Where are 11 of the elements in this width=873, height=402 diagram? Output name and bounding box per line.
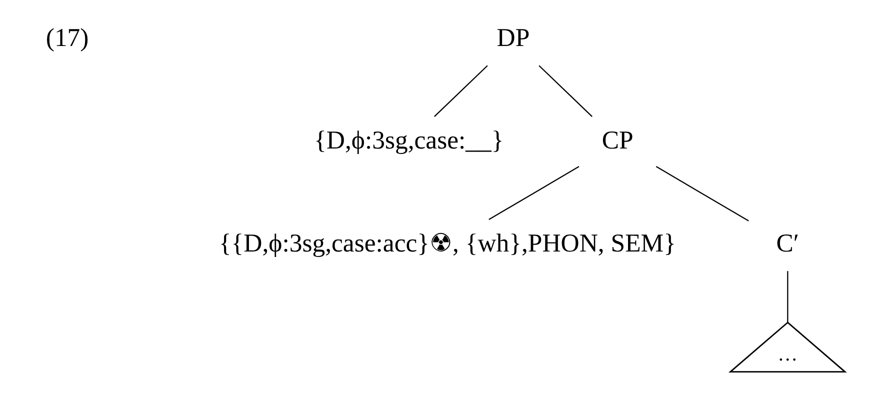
connector xyxy=(434,65,488,117)
node-text: {D,ϕ:3sg,case:__} xyxy=(314,126,504,155)
node-text: {{D,ϕ:3sg,case:acc}☢, {wh},PHON, SEM} xyxy=(218,228,676,258)
node-text: CP xyxy=(601,126,633,155)
connector xyxy=(538,65,592,117)
connector xyxy=(655,166,748,222)
connector xyxy=(488,166,579,220)
node-text: C′ xyxy=(776,228,799,258)
node-text: DP xyxy=(496,22,530,52)
connector xyxy=(786,271,788,322)
label: (17) xyxy=(45,22,88,52)
